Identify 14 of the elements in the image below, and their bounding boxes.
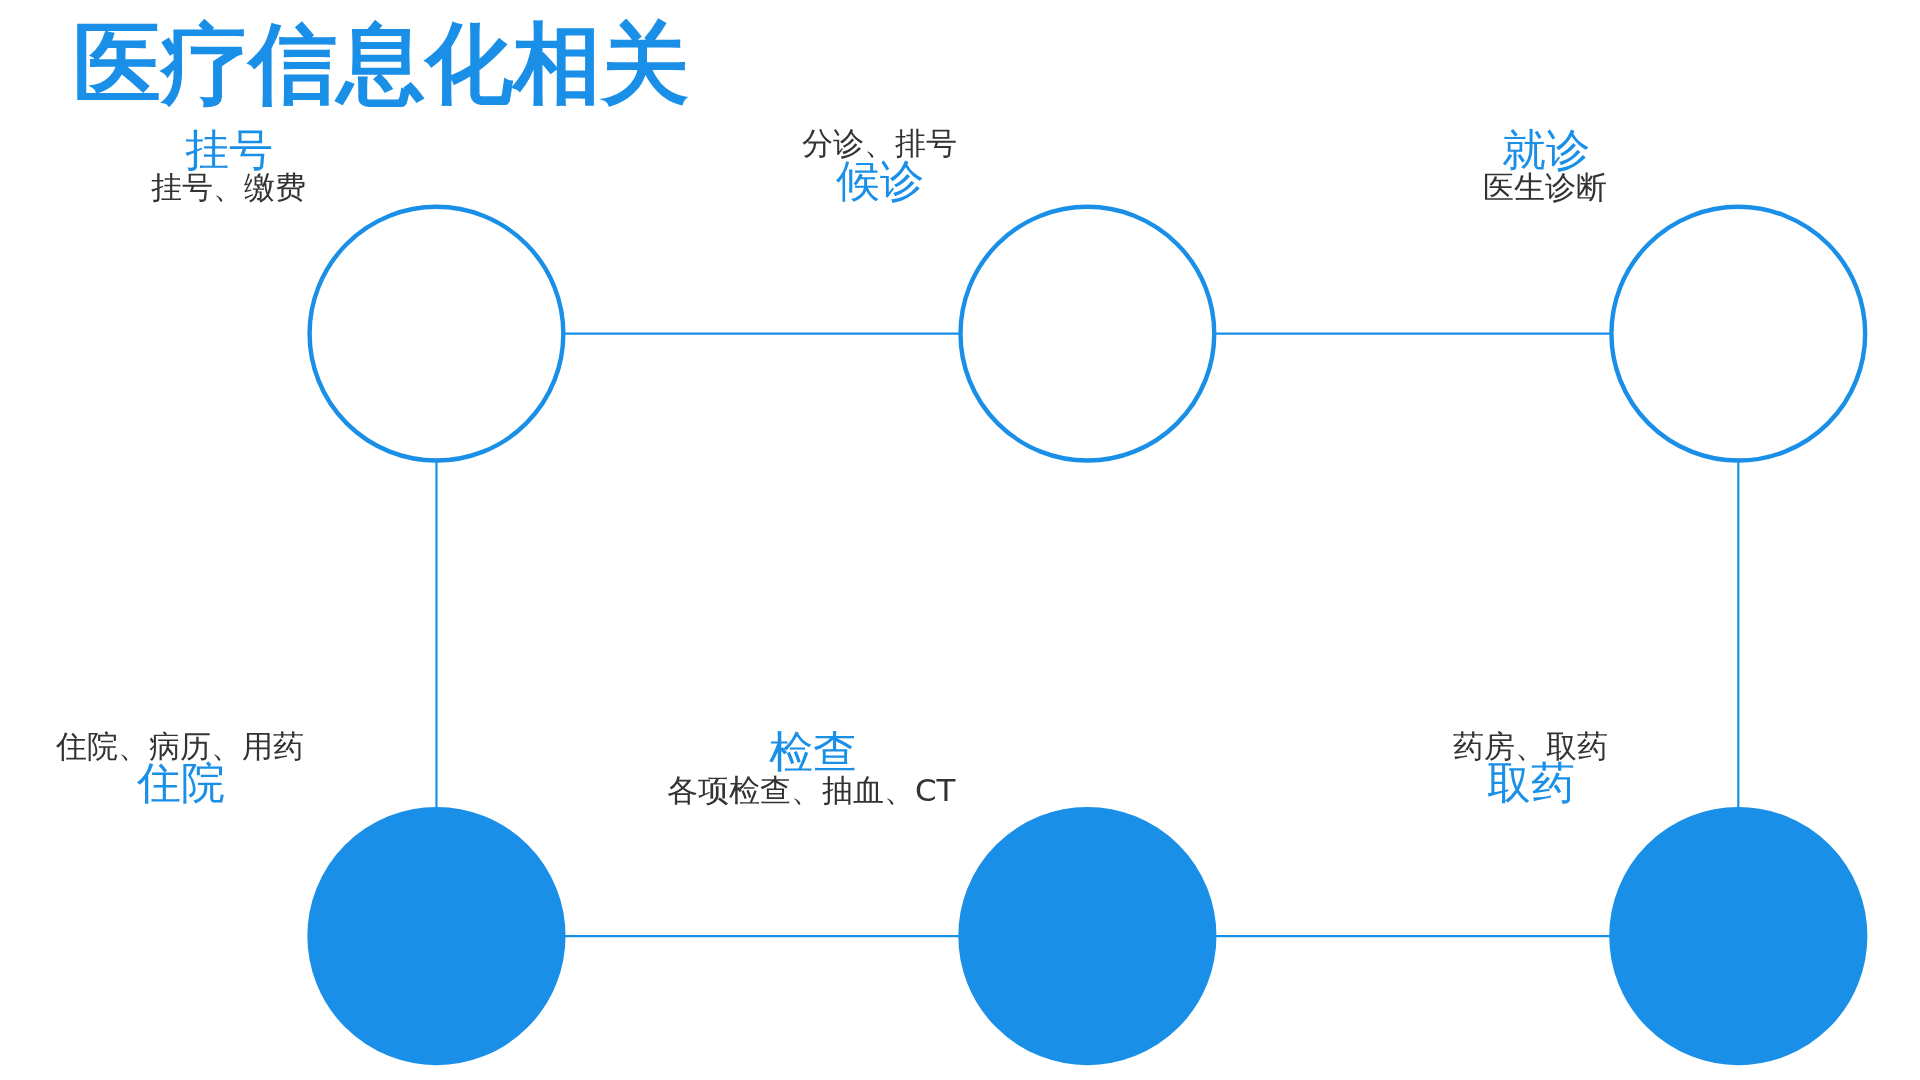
- node-circle: [1608, 807, 1867, 1066]
- node-circle: [306, 204, 566, 463]
- node-circle: [957, 204, 1216, 463]
- node-circle: [957, 807, 1216, 1066]
- node-circle: [306, 807, 566, 1066]
- node-label: 各项检查、抽血、CT: [666, 771, 955, 808]
- connector: [1214, 332, 1610, 335]
- diagram-title: 医疗信息化相关: [72, 12, 689, 116]
- connector: [1214, 934, 1610, 938]
- node-circle: [1608, 204, 1867, 463]
- connector: [563, 332, 959, 335]
- connector: [563, 934, 959, 938]
- connector: [434, 461, 438, 809]
- connector: [1736, 461, 1739, 809]
